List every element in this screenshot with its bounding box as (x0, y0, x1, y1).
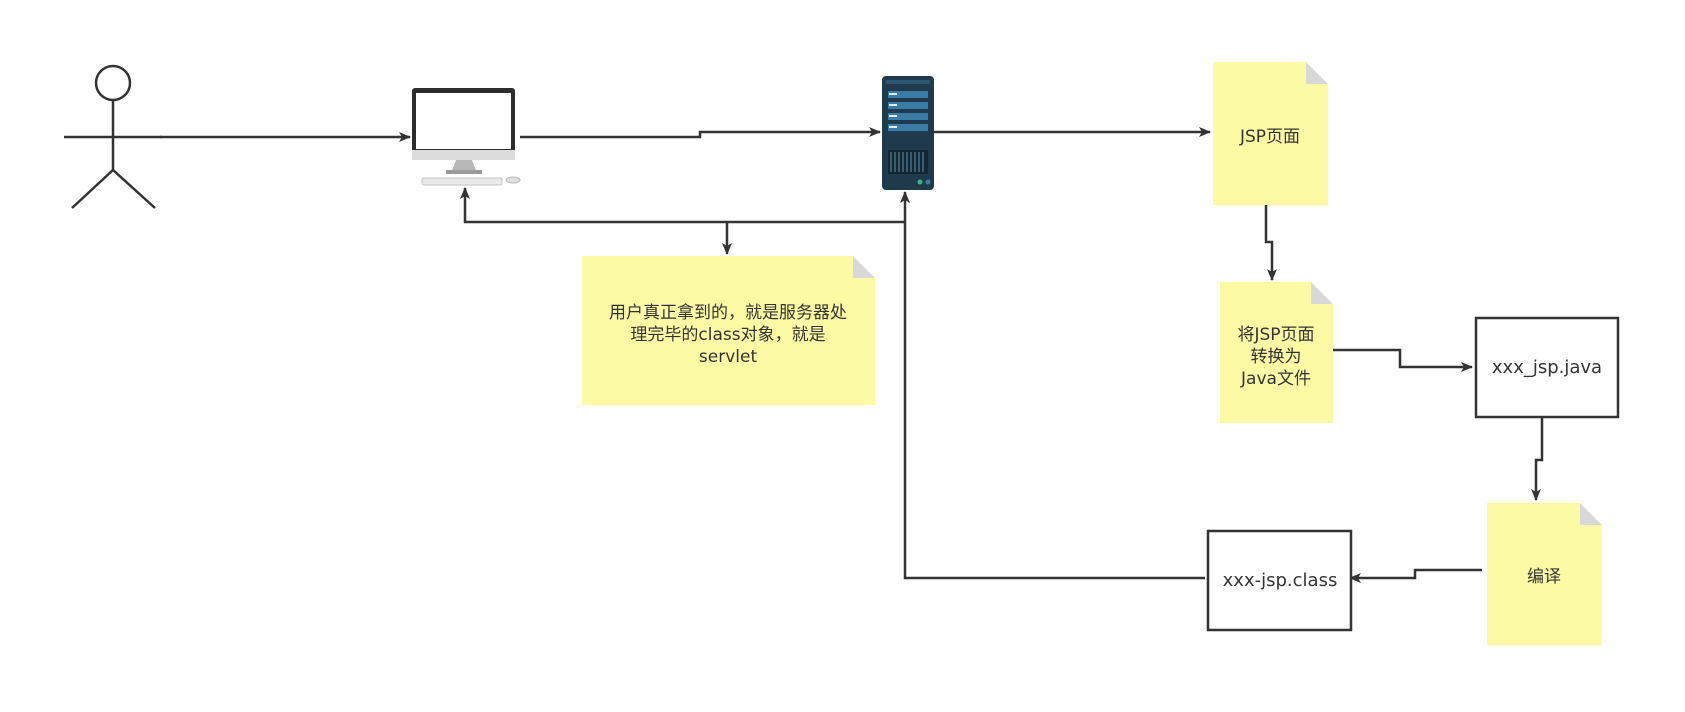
server-tower-icon (882, 76, 934, 190)
edge-java-file-to-compile-note (1531, 417, 1544, 501)
jsp-page-note: JSP页面 (1213, 62, 1328, 205)
class-file-label: xxx-jsp.class (1223, 570, 1338, 591)
response-note-line-3: servlet (699, 347, 758, 367)
edge-server-to-computer (460, 187, 905, 224)
edge-convert-note-to-java-file (1328, 348, 1473, 372)
desktop-computer-icon (412, 88, 521, 186)
edge-class-file-to-server (900, 191, 1205, 580)
convert-to-java-note: 将JSP页面 转换为 Java文件 (1220, 282, 1333, 423)
edges (160, 127, 1544, 583)
edge-compile-note-to-class-file (1349, 568, 1482, 583)
convert-note-line-3: Java文件 (1240, 369, 1311, 389)
response-note-line-2: 理完毕的class对象，就是 (630, 325, 825, 345)
convert-note-line-1: 将JSP页面 (1237, 325, 1314, 345)
response-note: 用户真正拿到的，就是服务器处 理完毕的class对象，就是 servlet (582, 256, 875, 405)
edge-jsp-page-to-convert-note (1264, 205, 1277, 281)
compile-note: 编译 (1487, 503, 1602, 645)
edge-computer-to-server (520, 127, 881, 139)
jsp-page-label: JSP页面 (1239, 127, 1300, 147)
java-file-box: xxx_jsp.java (1474, 316, 1620, 419)
java-file-label: xxx_jsp.java (1492, 357, 1602, 378)
convert-note-line-2: 转换为 (1251, 347, 1302, 367)
compile-label: 编译 (1527, 567, 1561, 587)
response-note-line-1: 用户真正拿到的，就是服务器处 (609, 302, 847, 323)
user-actor-icon (64, 64, 162, 209)
class-file-box: xxx-jsp.class (1206, 529, 1353, 632)
